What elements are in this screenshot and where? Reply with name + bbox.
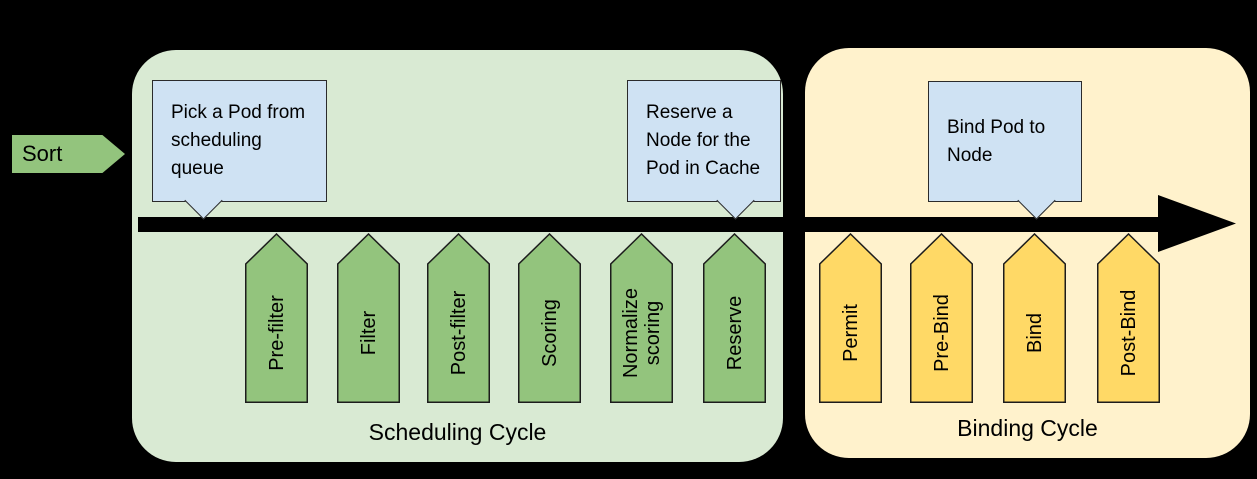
callout-text: Pick a Pod from scheduling queue (171, 102, 306, 179)
pentagon-arrow-shape (245, 233, 308, 403)
stage-label: Reserve (723, 295, 746, 371)
callout-pick-pod: Pick a Pod from scheduling queue (152, 80, 327, 220)
stage-label: Pre-filter (265, 295, 288, 371)
callout-bind-pod: Bind Pod to Node (928, 81, 1082, 220)
pentagon-arrow-shape (1003, 233, 1066, 403)
scheduling-cycle-title: Scheduling Cycle (368, 419, 547, 445)
pentagon-arrow-shape (910, 233, 973, 403)
stage-arrow-reserve: Reserve (703, 233, 766, 403)
callout-text: Reserve a Node for the Pod in Cache (646, 102, 761, 179)
stage-arrow-pre-filter: Pre-filter (245, 233, 308, 403)
pentagon-arrow-shape (703, 233, 766, 403)
stage-label: Normalize scoring (619, 287, 664, 379)
stage-label: Bind (1023, 312, 1046, 354)
pentagon-arrow-shape (1097, 233, 1160, 403)
pentagon-arrow-shape (610, 233, 673, 403)
stage-arrow-pre-bind: Pre-Bind (910, 233, 973, 403)
pentagon-arrow-shape (518, 233, 581, 403)
timeline-shaft (138, 217, 1160, 232)
stage-label: Post-filter (447, 290, 470, 376)
stage-label: Pre-Bind (930, 294, 953, 372)
stage-label: Permit (839, 304, 862, 362)
stage-arrow-permit: Permit (819, 233, 882, 403)
stage-arrow-post-bind: Post-Bind (1097, 233, 1160, 403)
pentagon-arrow-shape (337, 233, 400, 403)
sort-label: Sort (22, 141, 63, 166)
stage-label: Filter (357, 310, 380, 356)
stage-arrow-bind: Bind (1003, 233, 1066, 403)
stage-arrow-post-filter: Post-filter (427, 233, 490, 403)
pentagon-arrow-shape (819, 233, 882, 403)
stage-arrow-normalize-scoring: Normalize scoring (610, 233, 673, 403)
stage-arrow-scoring: Scoring (518, 233, 581, 403)
stage-arrow-filter: Filter (337, 233, 400, 403)
pentagon-arrow-shape (427, 233, 490, 403)
binding-cycle-title: Binding Cycle (957, 415, 1098, 441)
sort-arrow: Sort (12, 135, 125, 173)
callout-text: Bind Pod to Node (947, 116, 1046, 166)
stage-label: Scoring (538, 299, 561, 367)
stage-label: Post-Bind (1117, 289, 1140, 377)
callout-reserve-node: Reserve a Node for the Pod in Cache (627, 80, 781, 220)
